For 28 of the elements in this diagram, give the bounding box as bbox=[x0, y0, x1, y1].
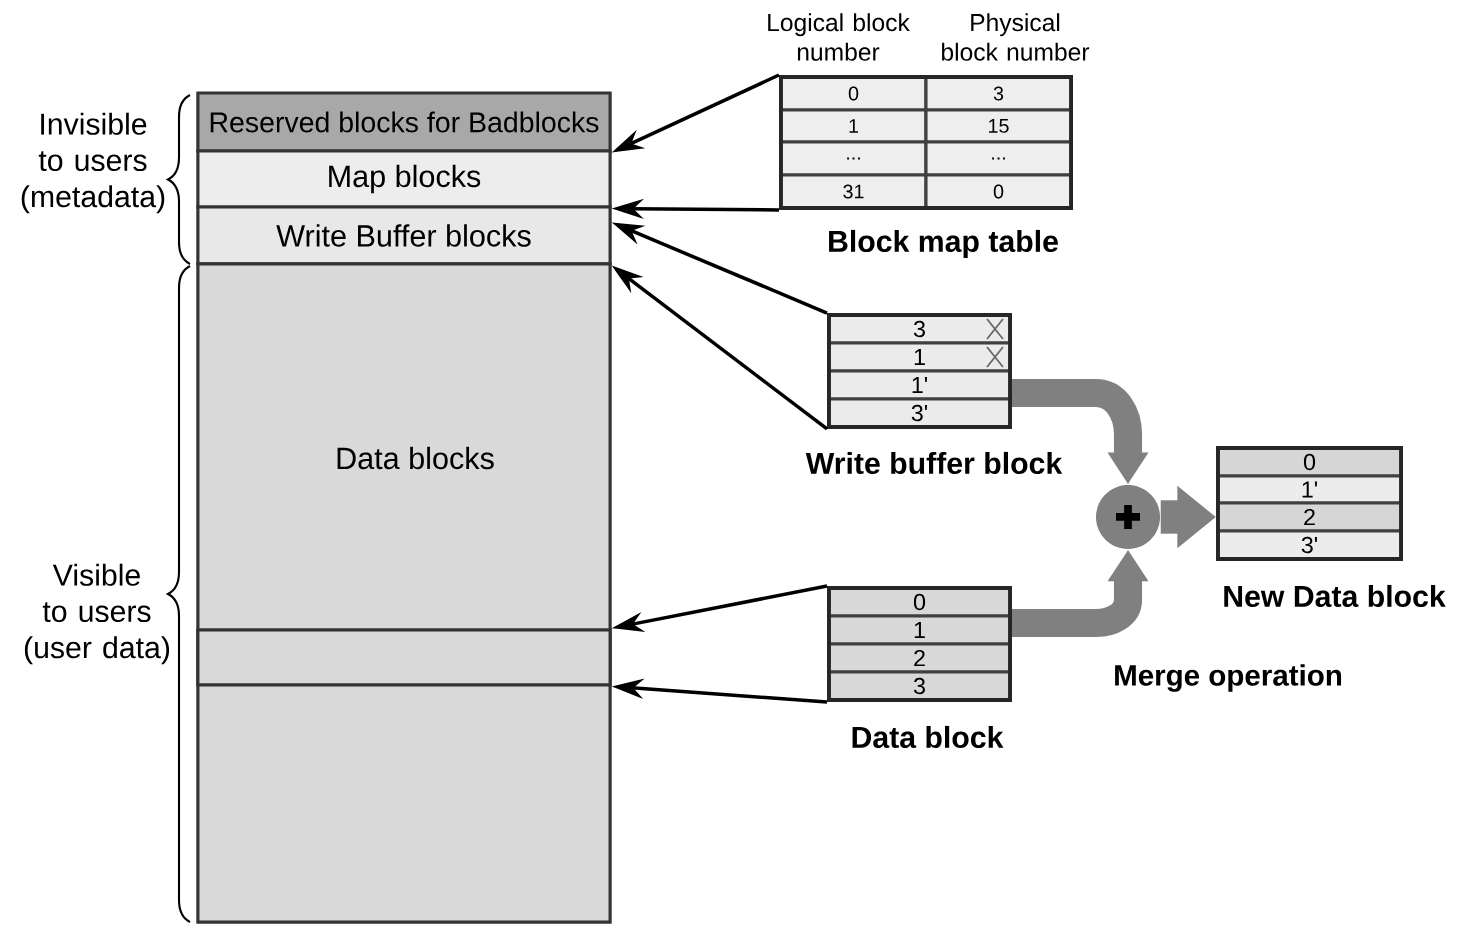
table-cell: 3' bbox=[827, 397, 1012, 429]
storage-band: Map blocks bbox=[196, 149, 612, 209]
block-band bbox=[196, 628, 612, 687]
table-cell: 3 bbox=[827, 670, 1012, 702]
table-cell: 1' bbox=[1216, 474, 1403, 505]
storage-band: Reserved blocks for Badblocks bbox=[196, 91, 612, 153]
node-label: Data block bbox=[852, 725, 1004, 749]
storage-area: Data blocks bbox=[196, 262, 612, 924]
table-cell: 2 bbox=[1216, 501, 1403, 533]
node-label: Write buffer block bbox=[805, 451, 1063, 475]
table-cell: 1 bbox=[827, 614, 1012, 646]
table-cell: 1 bbox=[779, 108, 928, 144]
text-label: Invisible to users (metadata) bbox=[21, 112, 165, 214]
node-label: New Data block bbox=[1224, 584, 1446, 608]
table-cell: 31 bbox=[779, 173, 928, 210]
table-cell: 3' bbox=[1216, 529, 1403, 561]
table-cell: 2 bbox=[827, 642, 1012, 674]
caption: Merge operation bbox=[1115, 664, 1342, 692]
table-cell: ... bbox=[779, 140, 928, 177]
table-cell: 15 bbox=[924, 108, 1073, 144]
table-cell: 1' bbox=[827, 369, 1012, 401]
storage-band: Write Buffer blocks bbox=[196, 205, 612, 266]
merge-circle bbox=[1096, 485, 1160, 549]
table-cell: 0 bbox=[924, 173, 1073, 210]
text-label: Logical block number bbox=[768, 13, 910, 61]
table-cell: ... bbox=[924, 140, 1073, 177]
text-label: Visible to users (user data) bbox=[24, 563, 170, 665]
node-label: Block map table bbox=[829, 229, 1058, 259]
